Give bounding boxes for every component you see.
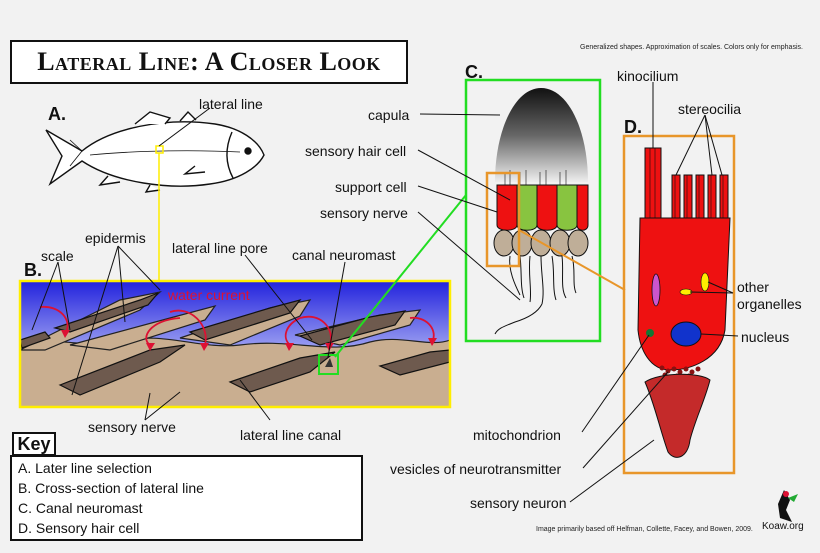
fish-outline-icon	[45, 110, 265, 193]
key-item: B. Cross-section of lateral line	[18, 480, 204, 496]
label-lateral-line-canal: lateral line canal	[240, 427, 342, 443]
label-scale: scale	[41, 248, 74, 264]
label-support-cell: support cell	[335, 179, 407, 195]
section-a-letter: A.	[48, 104, 66, 124]
label-sensory-neuron: sensory neuron	[470, 495, 567, 511]
label-capula: capula	[368, 107, 410, 123]
label-stereocilia: stereocilia	[678, 101, 742, 117]
label-lateral-line: lateral line	[199, 96, 263, 112]
key-item: A. Later line selection	[18, 460, 152, 476]
label-sensory-hair-cell: sensory hair cell	[305, 143, 407, 159]
site-name: Koaw.org	[762, 521, 804, 532]
section-b-letter: B.	[24, 260, 42, 280]
section-c-letter: C.	[465, 62, 483, 82]
label-sensory-nerve-b: sensory nerve	[88, 419, 176, 435]
koaw-logo-icon	[778, 490, 798, 522]
page-title: Lateral Line: A Closer Look	[10, 40, 408, 84]
key-item: D. Sensory hair cell	[18, 520, 140, 536]
label-lateral-line-pore: lateral line pore	[172, 240, 268, 256]
label-vesicles: vesicles of neurotransmitter	[390, 461, 562, 477]
label-mitochondrion: mitochondrion	[473, 427, 561, 443]
label-other-organelles: other organelles	[737, 279, 802, 312]
note-source: Image primarily based off Helfman, Colle…	[536, 526, 753, 533]
key-title: Key	[12, 432, 56, 456]
section-d-letter: D.	[624, 117, 642, 137]
label-kinocilium: kinocilium	[617, 68, 679, 84]
section-b-frame	[18, 279, 452, 409]
label-canal-neuromast: canal neuromast	[292, 247, 396, 263]
note-generalized-shapes: Generalized shapes. Approximation of sca…	[580, 44, 803, 51]
key-item: C. Canal neuromast	[18, 500, 143, 516]
label-sensory-nerve-c: sensory nerve	[320, 205, 408, 221]
label-nucleus: nucleus	[741, 329, 790, 345]
label-epidermis: epidermis	[85, 230, 146, 246]
water-current-label: water current	[167, 287, 250, 303]
key-box: A. Later line selection B. Cross-section…	[10, 455, 363, 541]
